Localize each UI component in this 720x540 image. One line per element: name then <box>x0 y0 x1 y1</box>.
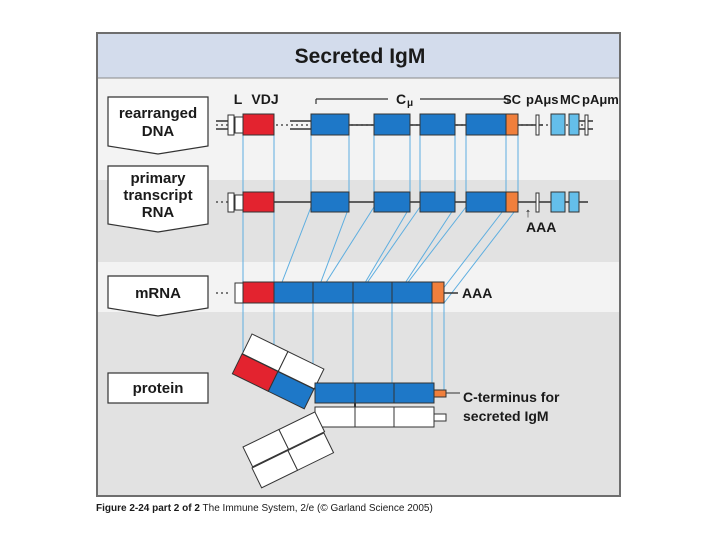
primary-vdj <box>242 191 275 213</box>
protein-ch4 <box>393 382 435 404</box>
dna-mc-2 <box>568 113 580 136</box>
row-label-primary-line1: primary <box>130 170 186 187</box>
primary-polya-label: AAA <box>526 219 556 235</box>
label-mu: μ <box>407 98 413 109</box>
connector-lines <box>242 134 519 394</box>
mrna-track: AAA <box>216 281 492 304</box>
header-band <box>98 34 619 78</box>
dna-sc <box>505 113 519 136</box>
primary-sc <box>505 191 519 213</box>
label-c-mu: C μ <box>396 91 413 109</box>
row-label-primary-line3: RNA <box>142 204 175 221</box>
row-label-dna-line1: rearranged <box>119 105 197 122</box>
label-MC: MC <box>560 92 581 107</box>
row-label-dna-line2: DNA <box>142 123 175 140</box>
protein-ch1 <box>267 370 315 410</box>
dna-c-exon-3 <box>419 113 456 136</box>
mrna-c-exon-2 <box>312 281 354 304</box>
mrna-c-exon-4 <box>391 281 433 304</box>
cterm-label-line2: secreted IgM <box>463 408 549 424</box>
label-pA-mu-s: pAμs <box>526 92 559 107</box>
figure-panel: Secreted IgM rearranged DNA primary tran… <box>96 32 621 497</box>
primary-c-exon-4 <box>465 191 507 213</box>
protein-sc-tail <box>433 389 447 398</box>
mrna-sc <box>431 281 445 304</box>
label-VDJ: VDJ <box>251 91 278 107</box>
mrna-vdj <box>242 281 275 304</box>
primary-mc-2 <box>568 191 580 213</box>
diagram-title: Secreted IgM <box>295 45 426 68</box>
dna-mc-1 <box>550 113 566 136</box>
row-label-mrna: mRNA <box>107 275 209 317</box>
row-label-primary-line2: transcript <box>123 187 192 204</box>
primary-c-exon-3 <box>419 191 456 213</box>
dna-vdj <box>242 113 275 136</box>
label-SC: SC <box>503 92 522 107</box>
row-label-primary: primary transcript RNA <box>107 165 209 233</box>
protein-heavy-arm <box>231 353 315 410</box>
dna-track <box>216 113 593 136</box>
protein-molecule: C-terminus for secreted IgM <box>231 333 560 489</box>
igm-diagram: Secreted IgM rearranged DNA primary tran… <box>98 34 619 495</box>
row-label-dna: rearranged DNA <box>107 96 209 155</box>
protein-ch2 <box>314 382 356 404</box>
dna-c-exon-4 <box>465 113 507 136</box>
label-pA-mu-m: pAμm <box>582 92 619 107</box>
caption-source: The Immune System, 2/e (© Garland Scienc… <box>202 503 433 514</box>
row-label-protein: protein <box>107 372 209 404</box>
cleavage-arrow: ↑ <box>525 205 532 220</box>
primary-c-exon-2 <box>373 191 411 213</box>
row-label-protein-text: protein <box>133 380 184 397</box>
primary-track: ↑ AAA <box>216 191 588 235</box>
row-label-mrna-text: mRNA <box>135 285 181 302</box>
mrna-c-exon-3 <box>352 281 393 304</box>
dna-c-exon-1 <box>310 113 350 136</box>
mrna-polya-label: AAA <box>462 285 492 301</box>
caption-figure-ref: Figure 2-24 part 2 of 2 <box>96 503 200 514</box>
label-c: C <box>396 91 406 107</box>
dna-c-exon-2 <box>373 113 411 136</box>
primary-mc-1 <box>550 191 566 213</box>
label-L: L <box>234 91 243 107</box>
protein-ch3 <box>354 382 395 404</box>
primary-c-exon-1 <box>310 191 350 213</box>
cterm-label-line1: C-terminus for <box>463 389 560 405</box>
figure-caption: Figure 2-24 part 2 of 2 The Immune Syste… <box>96 503 433 514</box>
mrna-c-exon-1 <box>273 281 314 304</box>
